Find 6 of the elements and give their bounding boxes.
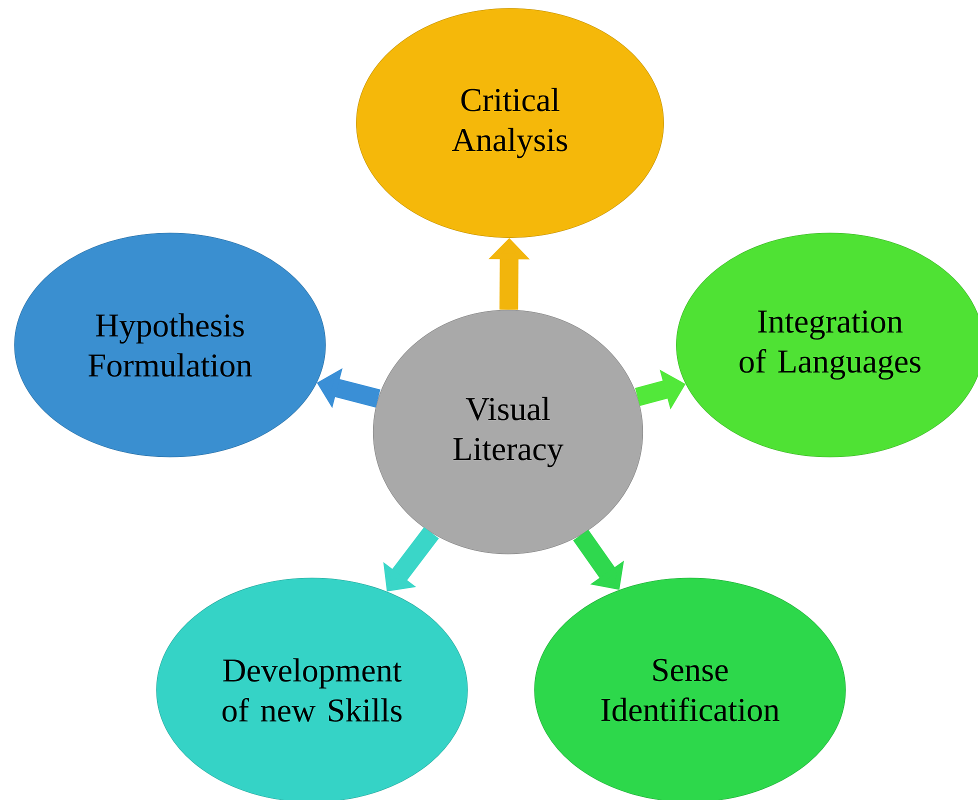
ellipse-node: Sense Identification xyxy=(534,578,846,800)
ellipse-node: Integration of Languages xyxy=(676,232,978,458)
ellipse-node: Visual Literacy xyxy=(372,310,644,554)
ellipse-node: Hypothesis Formulation xyxy=(14,232,326,458)
ellipse-node: Critical Analysis xyxy=(356,8,664,238)
ellipse-node: Development of new Skills xyxy=(156,578,468,800)
